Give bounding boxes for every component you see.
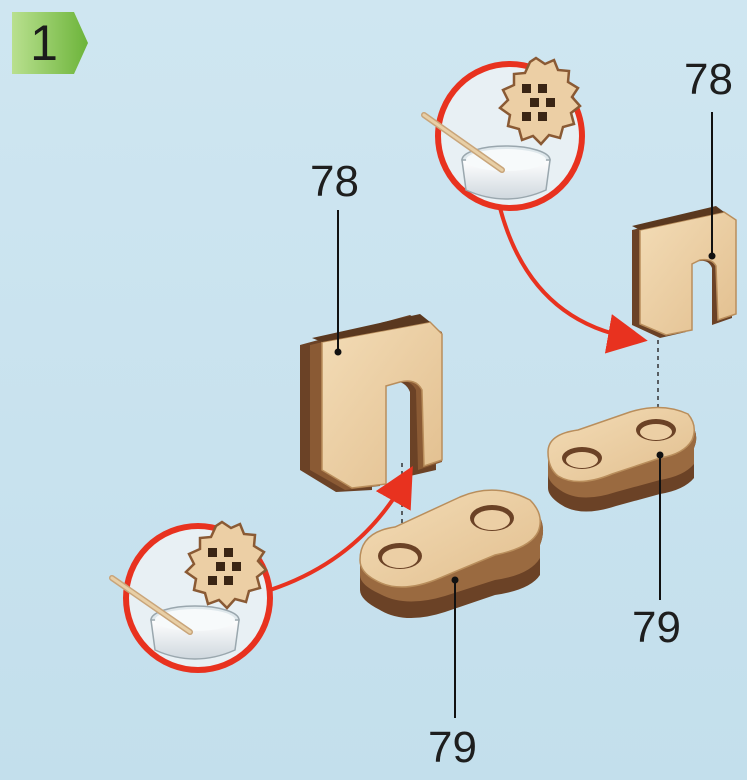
part-label-79-right: 79 [632, 603, 681, 652]
part-79-right [547, 406, 697, 600]
gear-icon [184, 520, 268, 610]
glue-callout-right [421, 56, 585, 211]
part-label-79-left: 79 [428, 723, 477, 772]
part-79-left [359, 489, 544, 718]
glue-pot-icon [461, 145, 551, 200]
curved-arrow-icon [498, 207, 648, 354]
toothpick-icon [109, 575, 193, 635]
step-badge: 1 [12, 12, 88, 74]
toothpick-icon [421, 112, 505, 173]
glue-pot-icon [150, 605, 240, 660]
part-78-right [632, 112, 737, 338]
part-78-left [300, 210, 443, 492]
part-label-78-left: 78 [310, 157, 359, 206]
curved-arrow-icon [269, 466, 413, 592]
part-label-78-right: 78 [684, 55, 733, 104]
step-number: 1 [30, 15, 58, 71]
step-badge-shape [12, 12, 88, 74]
gear-icon [498, 56, 582, 146]
glue-callout-left [109, 520, 273, 673]
